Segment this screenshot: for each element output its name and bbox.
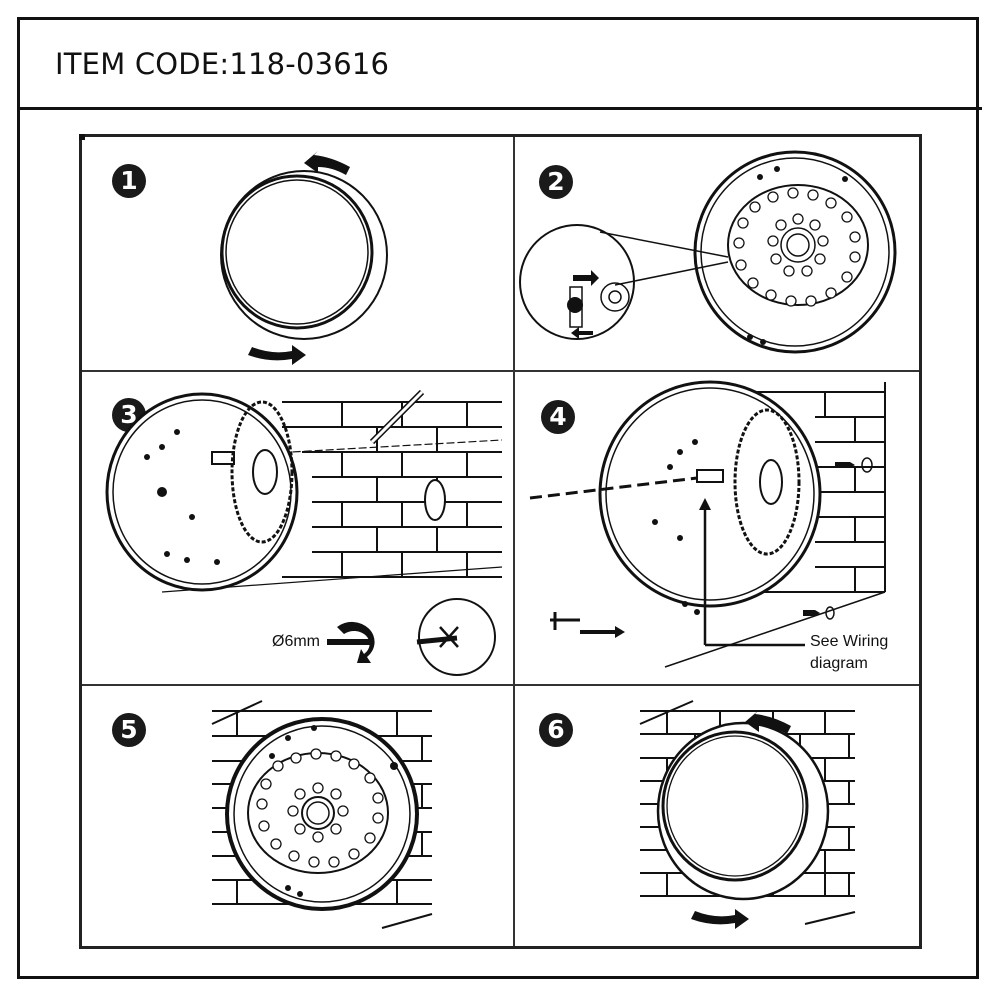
grid-divider-horizontal-2: [82, 684, 919, 686]
wiring-note-line2: diagram: [810, 655, 868, 672]
step-panel-3: 3: [82, 372, 513, 684]
fix-base-illustration: [529, 380, 886, 668]
pencil-icon: [369, 389, 425, 445]
step-panel-2: 2: [515, 137, 922, 370]
step-panel-4: 4 See Wiring diagram: [515, 372, 922, 684]
step-number-badge: 4: [541, 400, 575, 434]
step-panel-6: 6: [515, 686, 922, 949]
rotate-cover-on-illustration: [639, 700, 856, 929]
wiring-note-line1: See Wiring: [810, 633, 889, 650]
header-bar: ITEM CODE:118-03616: [17, 17, 982, 110]
base-mounted-illustration: [211, 700, 433, 929]
step-number-badge: 5: [112, 713, 146, 747]
arrow-clockwise-icon: [248, 345, 306, 365]
mark-and-drill-illustration: [105, 389, 503, 676]
brick-wall: [282, 401, 502, 578]
document-frame: [17, 17, 979, 979]
arrow-right-icon: [580, 626, 625, 638]
screw-icon: [550, 612, 580, 630]
wall-plug-hole: [424, 479, 446, 521]
drill-size-label: Ø6mm: [272, 633, 320, 650]
step-number-badge: 2: [539, 165, 573, 199]
step-panel-1: 1: [82, 137, 513, 370]
step-panel-5: 5: [82, 686, 513, 949]
rotate-cover-off-illustration: [220, 151, 388, 365]
release-clip-illustration: [519, 150, 897, 354]
step-number-badge: 6: [539, 713, 573, 747]
rotation-arrow-icon: [337, 621, 375, 663]
step-number-badge: 1: [112, 164, 146, 198]
grid-divider-vertical: [513, 137, 515, 946]
arrow-counterclockwise-icon: [745, 710, 791, 734]
instruction-grid: 1 2: [79, 134, 922, 949]
item-code-label: ITEM CODE:118-03616: [55, 47, 390, 81]
arrow-up-icon: [699, 498, 711, 510]
arrow-counterclockwise-icon: [304, 151, 350, 175]
drill-detail-circle: [418, 598, 496, 676]
arrow-clockwise-icon: [691, 909, 749, 929]
magnified-detail-circle: [519, 224, 635, 340]
grid-divider-horizontal-1: [82, 370, 919, 372]
